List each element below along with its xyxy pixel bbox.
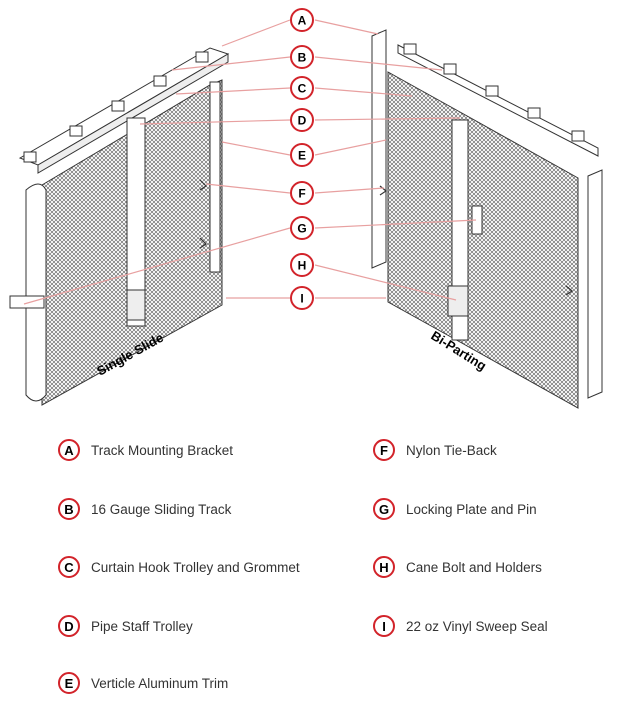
svg-text:I: I: [300, 292, 303, 306]
badge-f: F: [373, 439, 395, 461]
callout-e: E: [290, 143, 314, 167]
legend-item-d: D Pipe Staff Trolley: [58, 615, 193, 637]
badge-a: A: [58, 439, 80, 461]
svg-text:D: D: [298, 114, 307, 128]
legend-item-f: F Nylon Tie-Back: [373, 439, 497, 461]
legend-label-f: Nylon Tie-Back: [406, 442, 497, 458]
svg-text:A: A: [298, 14, 307, 28]
legend-label-d: Pipe Staff Trolley: [91, 618, 193, 634]
callout-i: I: [290, 286, 314, 310]
legend-label-b: 16 Gauge Sliding Track: [91, 501, 232, 517]
svg-text:H: H: [298, 259, 307, 273]
callout-b: B: [290, 45, 314, 69]
svg-text:F: F: [298, 187, 305, 201]
single-slide-assembly: Single Slide: [9, 47, 230, 406]
svg-text:B: B: [298, 51, 307, 65]
badge-i: I: [373, 615, 395, 637]
badge-g: G: [373, 498, 395, 520]
callout-c: C: [290, 76, 314, 100]
callout-f: F: [290, 181, 314, 205]
legend-item-i: I 22 oz Vinyl Sweep Seal: [373, 615, 548, 637]
legend-label-h: Cane Bolt and Holders: [406, 559, 542, 575]
legend-label-c: Curtain Hook Trolley and Grommet: [91, 559, 300, 575]
legend-item-c: C Curtain Hook Trolley and Grommet: [58, 556, 300, 578]
legend-item-b: B 16 Gauge Sliding Track: [58, 498, 231, 520]
legend-item-e: E Verticle Aluminum Trim: [58, 672, 228, 694]
callout-g: G: [290, 216, 314, 240]
badge-d: D: [58, 615, 80, 637]
svg-text:C: C: [298, 82, 307, 96]
callout-h: H: [290, 253, 314, 277]
badge-b: B: [58, 498, 80, 520]
badge-h: H: [373, 556, 395, 578]
parts-legend: A Track Mounting Bracket B 16 Gauge Slid…: [0, 425, 617, 711]
legend-item-h: H Cane Bolt and Holders: [373, 556, 542, 578]
bi-parting-assembly: Bi-Parting: [371, 29, 603, 409]
legend-item-a: A Track Mounting Bracket: [58, 439, 233, 461]
badge-c: C: [58, 556, 80, 578]
gate-diagram: Single Slide Bi-Parting: [9, 8, 603, 409]
svg-text:G: G: [297, 222, 306, 236]
legend-label-g: Locking Plate and Pin: [406, 501, 537, 517]
svg-text:E: E: [298, 149, 306, 163]
legend-label-i: 22 oz Vinyl Sweep Seal: [406, 618, 548, 634]
badge-e: E: [58, 672, 80, 694]
legend-item-g: G Locking Plate and Pin: [373, 498, 537, 520]
legend-label-e: Verticle Aluminum Trim: [91, 675, 229, 691]
callout-a: A: [290, 8, 314, 32]
leader-lines: [23, 19, 477, 305]
callout-d: D: [290, 108, 314, 132]
legend-label-a: Track Mounting Bracket: [91, 442, 234, 458]
